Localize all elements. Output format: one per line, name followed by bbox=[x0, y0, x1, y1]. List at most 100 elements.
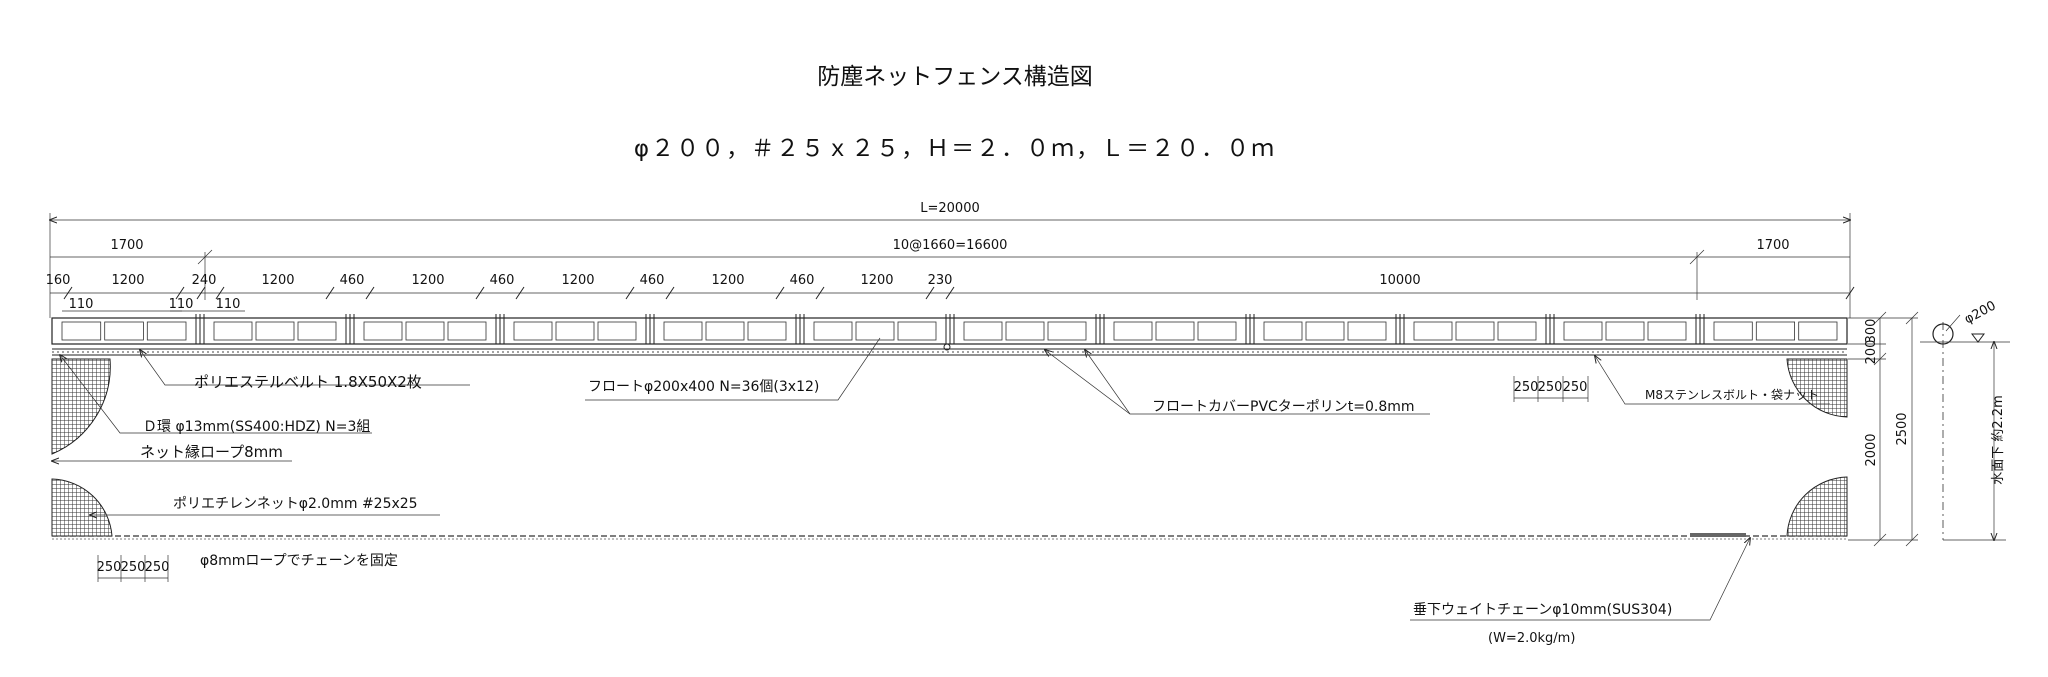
float bbox=[1305, 321, 1345, 341]
float bbox=[1005, 321, 1045, 341]
float bbox=[1647, 321, 1687, 341]
float bbox=[61, 321, 102, 341]
chain-segment bbox=[1690, 533, 1746, 537]
vertical-dims: 300 200 2000 2500 bbox=[1848, 311, 1919, 547]
water-level-symbol bbox=[1971, 333, 1985, 343]
float bbox=[405, 321, 445, 341]
dim-1200-b: 1200 bbox=[261, 273, 294, 288]
float bbox=[104, 321, 144, 341]
float bbox=[747, 321, 787, 341]
label-belt: ポリエステルベルト 1.8X50X2枚 bbox=[194, 373, 422, 391]
float bbox=[1755, 321, 1796, 341]
dim-110-b: 110 bbox=[169, 297, 194, 312]
svg-text:300: 300 bbox=[1864, 319, 1879, 344]
svg-text:250: 250 bbox=[1538, 380, 1563, 395]
depth-label: 水面下 約2.2m bbox=[1991, 395, 2006, 484]
float bbox=[1798, 321, 1838, 341]
cross-section: φ200 水面下 約2.2m bbox=[1920, 298, 2010, 540]
label-net: ポリエチレンネットφ2.0mm #25x25 bbox=[173, 496, 418, 512]
float bbox=[1197, 321, 1237, 341]
float bbox=[855, 321, 895, 341]
float bbox=[146, 321, 187, 341]
dim-250-right: 250 250 250 bbox=[1514, 376, 1589, 402]
dim-1200-a: 1200 bbox=[111, 273, 144, 288]
float bbox=[1347, 321, 1387, 341]
dim-460-a: 460 bbox=[340, 273, 365, 288]
dimension-lines: L=20000 1700 10@1660=16600 1700 160 1200… bbox=[46, 201, 1855, 318]
label-edge-rope: ネット縁ロープ8mm bbox=[140, 443, 283, 461]
net-sample-bottom-right bbox=[1786, 476, 1848, 537]
float bbox=[213, 321, 253, 341]
dim-end-right: 1700 bbox=[1756, 238, 1789, 253]
belt-clamp bbox=[1545, 314, 1555, 344]
label-ring: Ｄ環 φ13mm(SS400:HDZ) N=3組 bbox=[143, 419, 370, 435]
float bbox=[1113, 321, 1153, 341]
net-sample-bottom-left bbox=[51, 478, 113, 537]
float bbox=[1455, 321, 1495, 341]
svg-text:250: 250 bbox=[1563, 380, 1588, 395]
dim-1200-f: 1200 bbox=[860, 273, 893, 288]
float bbox=[1413, 321, 1453, 341]
belt-clamp bbox=[1395, 314, 1405, 344]
svg-text:2500: 2500 bbox=[1895, 412, 1910, 445]
float bbox=[1263, 321, 1303, 341]
float bbox=[813, 321, 853, 341]
dim-1200-c: 1200 bbox=[411, 273, 444, 288]
dim-1200-d: 1200 bbox=[561, 273, 594, 288]
drawing-subtitle: φ２００，＃２５ｘ２５，Ｈ＝２．０ｍ，Ｌ＝２０．０ｍ bbox=[634, 136, 1276, 162]
float bbox=[1155, 321, 1195, 341]
dim-160: 160 bbox=[46, 273, 71, 288]
drawing-title: 防塵ネットフェンス構造図 bbox=[817, 64, 1093, 90]
fence-body bbox=[51, 314, 1848, 540]
dim-end-left: 1700 bbox=[110, 238, 143, 253]
float bbox=[597, 321, 637, 341]
dim-110-c: 110 bbox=[216, 297, 241, 312]
svg-text:250: 250 bbox=[145, 560, 170, 575]
belt-clamp bbox=[1695, 314, 1705, 344]
dim-250-left: 250 250 250 bbox=[97, 555, 170, 582]
float bbox=[1605, 321, 1645, 341]
float bbox=[897, 321, 937, 341]
label-chain: 垂下ウェイトチェーンφ10mm(SUS304) bbox=[1413, 602, 1672, 618]
svg-text:2000: 2000 bbox=[1864, 433, 1879, 466]
svg-text:250: 250 bbox=[97, 560, 122, 575]
net-sample-top-right bbox=[1786, 358, 1848, 418]
float bbox=[1497, 321, 1537, 341]
float bbox=[1563, 321, 1603, 341]
float bbox=[447, 321, 487, 341]
floats bbox=[61, 321, 1838, 341]
belt-clamps bbox=[195, 314, 1705, 344]
dim-460-c: 460 bbox=[640, 273, 665, 288]
label-bolt: M8ステンレスボルト・袋ナット bbox=[1645, 388, 1819, 402]
dim-mid: 10@1660=16600 bbox=[893, 238, 1008, 253]
label-rope-fix: φ8mmロープでチェーンを固定 bbox=[200, 553, 398, 569]
float bbox=[555, 321, 595, 341]
float bbox=[513, 321, 553, 341]
belt-clamp bbox=[795, 314, 805, 344]
float bbox=[297, 321, 337, 341]
svg-text:200: 200 bbox=[1864, 340, 1879, 365]
belt-clamp bbox=[195, 314, 205, 344]
dim-110-a: 110 bbox=[69, 297, 94, 312]
float bbox=[1047, 321, 1087, 341]
belt-clamp bbox=[945, 314, 955, 344]
belt-clamp bbox=[1095, 314, 1105, 344]
dim-10000: 10000 bbox=[1379, 273, 1420, 288]
dim-240: 240 bbox=[192, 273, 217, 288]
belt-clamp bbox=[1245, 314, 1255, 344]
label-float: フロートφ200x400 N=36個(3x12) bbox=[588, 379, 819, 395]
label-cover: フロートカバーPVCターポリンt=0.8mm bbox=[1152, 399, 1415, 415]
belt-clamp bbox=[645, 314, 655, 344]
dim-460-b: 460 bbox=[490, 273, 515, 288]
svg-text:250: 250 bbox=[121, 560, 146, 575]
svg-text:250: 250 bbox=[1514, 380, 1539, 395]
dim-total: L=20000 bbox=[920, 201, 980, 216]
net-sample-top-left bbox=[51, 358, 111, 455]
float bbox=[963, 321, 1003, 341]
belt-clamp bbox=[495, 314, 505, 344]
float bbox=[705, 321, 745, 341]
dim-phi200: φ200 bbox=[1962, 298, 1999, 327]
dim-460-d: 460 bbox=[790, 273, 815, 288]
float bbox=[1713, 321, 1753, 341]
